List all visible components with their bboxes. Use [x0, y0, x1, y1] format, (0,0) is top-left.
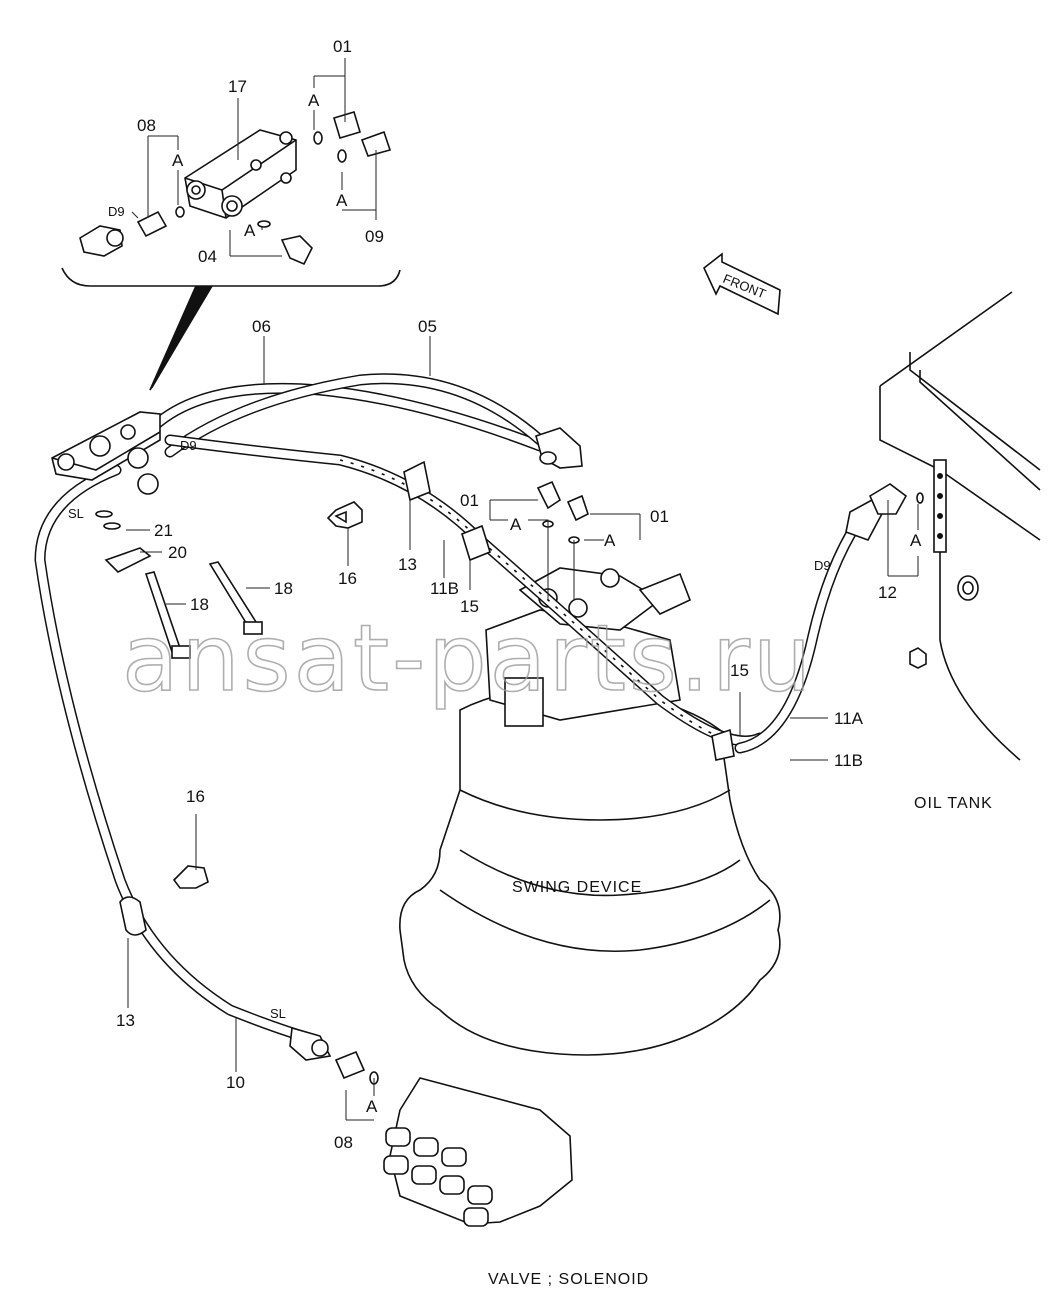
- part-label-13: 13: [398, 555, 417, 574]
- diagram-caption: VALVE ; SOLENOID: [488, 1271, 649, 1288]
- part-label-15: 15: [460, 597, 479, 616]
- port-label-d9: D9: [108, 204, 125, 219]
- port-label-sl: SL: [68, 506, 84, 521]
- part-label-16: 16: [338, 569, 357, 588]
- part-label-05: 05: [418, 317, 437, 336]
- part-label-21: 21: [154, 521, 173, 540]
- a-label: A: [510, 515, 522, 534]
- port-label-sl: SL: [270, 1006, 286, 1021]
- part-label-09: 09: [365, 227, 384, 246]
- part-label-08: 08: [137, 116, 156, 135]
- solenoid-valve: [334, 1050, 573, 1227]
- part-label-08: 08: [334, 1133, 353, 1152]
- a-label: A: [244, 221, 256, 240]
- part-label-04: 04: [198, 247, 217, 266]
- small-parts: [95, 460, 924, 936]
- front-arrow: FRONT: [703, 252, 781, 316]
- swing-device-label: SWING DEVICE: [512, 879, 642, 896]
- part-label-18: 18: [274, 579, 293, 598]
- main-valve: [51, 411, 161, 495]
- a-label: A: [172, 151, 184, 170]
- a-label: A: [366, 1097, 378, 1116]
- oil-tank: OIL TANK: [879, 291, 1041, 812]
- part-label-18: 18: [190, 595, 209, 614]
- inset-fittings: [79, 111, 392, 266]
- part-label-17: 17: [228, 77, 247, 96]
- part-label-01: 01: [333, 37, 352, 56]
- port-label-d9: D9: [180, 438, 197, 453]
- part-label-11a: 11A: [834, 709, 864, 728]
- part-label-11b: 11B: [834, 751, 863, 770]
- part-label-06: 06: [252, 317, 271, 336]
- a-label: A: [336, 191, 348, 210]
- part-label-11b: 11B: [430, 579, 459, 598]
- inset-detail: 01 17 08 09 04 D9 A A A A: [61, 37, 401, 391]
- part-label-12: 12: [878, 583, 897, 602]
- part-label-20: 20: [168, 543, 187, 562]
- watermark-text: ansat-parts.ru: [122, 605, 814, 712]
- part-label-15: 15: [730, 661, 749, 680]
- callout-lines: [126, 336, 919, 1121]
- valve-block-17: [184, 129, 297, 219]
- main-labels: 06 05 D9 SL 01 01 A A 21 20 13 11B 15 16…: [68, 317, 922, 1152]
- part-label-10: 10: [226, 1073, 245, 1092]
- part-label-01: 01: [460, 491, 479, 510]
- a-label: A: [308, 91, 320, 110]
- part-label-01: 01: [650, 507, 669, 526]
- part-label-13: 13: [116, 1011, 135, 1030]
- swing-device: SWING DEVICE: [399, 567, 781, 1056]
- part-label-16: 16: [186, 787, 205, 806]
- oil-tank-label: OIL TANK: [914, 795, 993, 812]
- a-label: A: [910, 531, 922, 550]
- port-label-d9: D9: [814, 558, 831, 573]
- a-label: A: [604, 531, 616, 550]
